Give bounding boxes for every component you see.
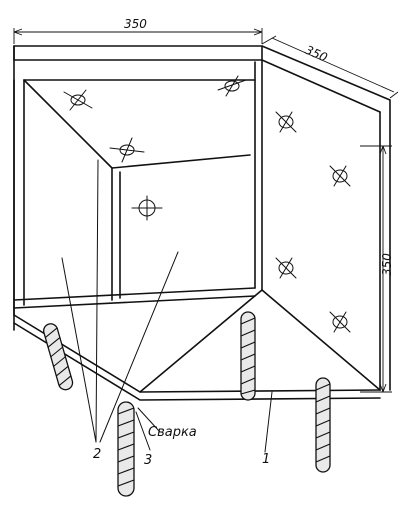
- top-plate: [13, 45, 391, 391]
- anchor-holes: [63, 75, 351, 333]
- rebar-anchors: [43, 311, 331, 497]
- callout-leaders: [61, 159, 273, 453]
- callout-3-label: 3: [144, 453, 152, 468]
- hole-mark: [329, 165, 351, 187]
- dimension-lines: [13, 28, 399, 393]
- rebar: [315, 377, 331, 473]
- rebar: [117, 401, 135, 497]
- hole-mark: [329, 311, 351, 333]
- hole-mark: [217, 75, 247, 97]
- hole-mark: [275, 111, 297, 133]
- hole-mark: [63, 89, 93, 111]
- rebar: [43, 323, 74, 391]
- hole-mark: [109, 137, 145, 163]
- rebar: [240, 311, 256, 401]
- box-frame: [13, 61, 256, 316]
- hole-mark: [275, 257, 297, 279]
- hole-mark: [131, 195, 163, 221]
- right-plate: [261, 59, 381, 391]
- top-width-dimension: 350: [124, 17, 147, 31]
- side-height-dimension: 350: [380, 253, 394, 276]
- callout-1-label: 1: [262, 452, 270, 467]
- welding-label: Сварка: [148, 425, 197, 440]
- callout-2-label: 2: [93, 447, 101, 462]
